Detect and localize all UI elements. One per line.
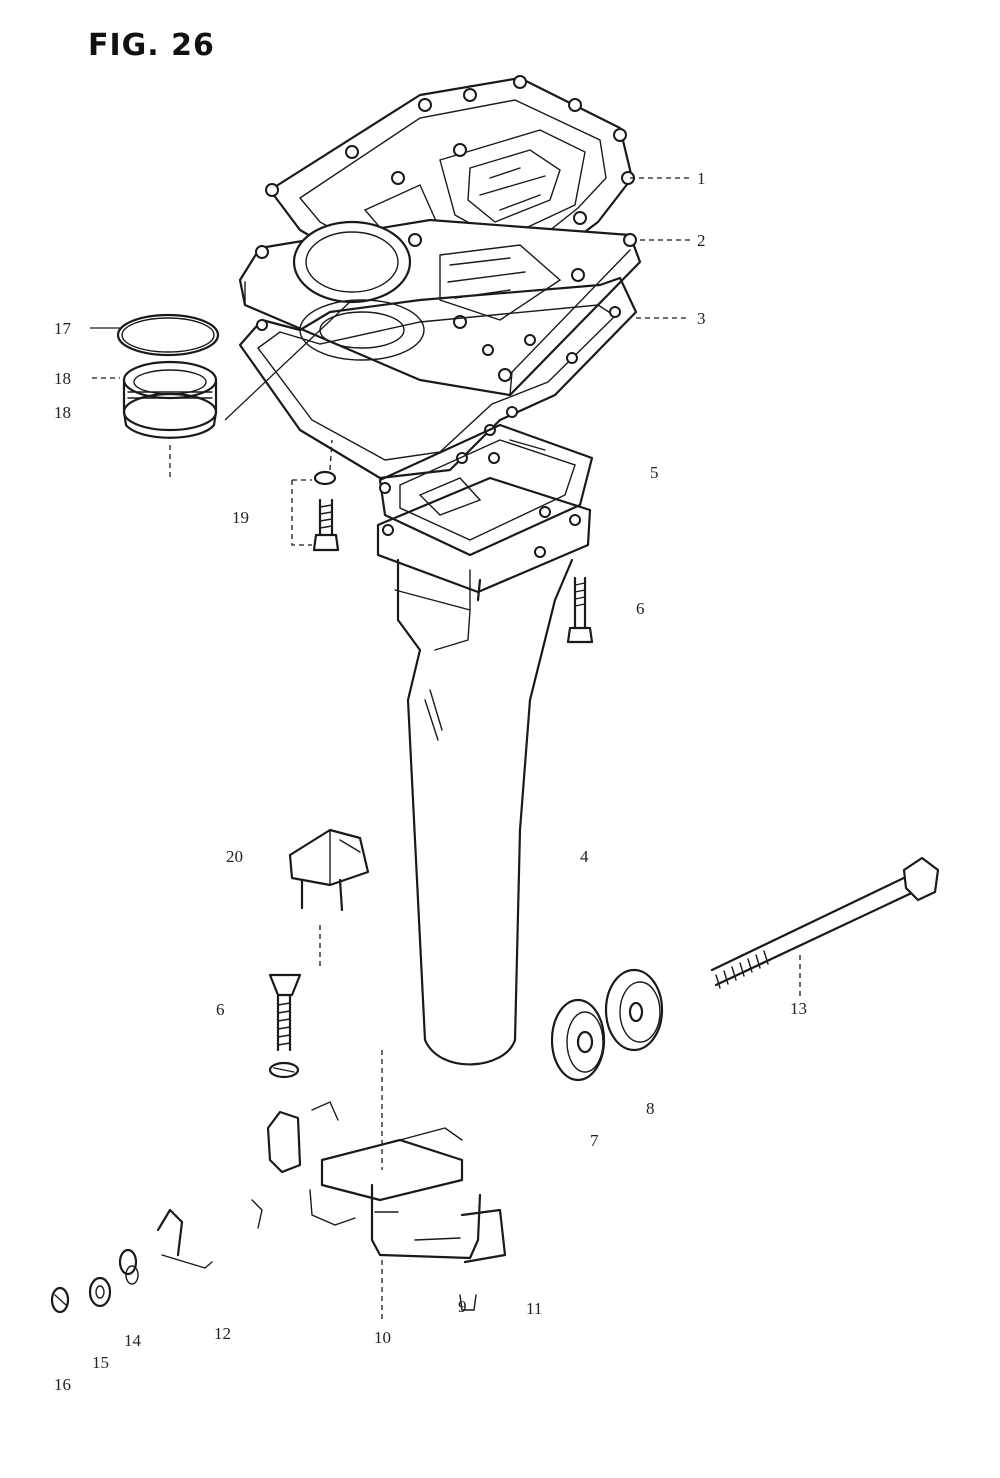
part-13-long-bolt bbox=[710, 856, 940, 1000]
callout-7: 7 bbox=[590, 1131, 599, 1150]
part-14-nut bbox=[88, 1276, 112, 1308]
callout-14: 14 bbox=[124, 1331, 142, 1350]
callout-6-left: 6 bbox=[216, 1000, 225, 1019]
callout-18-bottom: 18 bbox=[54, 403, 71, 422]
callout-6: 6 bbox=[636, 599, 645, 618]
part-4-driveshaft-housing bbox=[394, 558, 574, 1066]
callout-8: 8 bbox=[646, 1099, 655, 1118]
part-8-washer bbox=[604, 968, 664, 1052]
callout-5: 5 bbox=[650, 463, 659, 482]
callout-19: 19 bbox=[232, 508, 249, 527]
part-7-washer bbox=[550, 998, 606, 1082]
part-12-clip bbox=[156, 1199, 263, 1269]
part-15-washer bbox=[118, 1248, 139, 1285]
part-6-bolt-right bbox=[566, 576, 594, 644]
part-10-lower-mount bbox=[266, 1050, 507, 1320]
callout-1: 1 bbox=[697, 169, 706, 188]
part-19-bolt-washer bbox=[291, 439, 340, 552]
callout-9: 9 bbox=[458, 1297, 467, 1316]
callout-10: 10 bbox=[374, 1328, 391, 1347]
callout-4: 4 bbox=[580, 847, 589, 866]
callout-11: 11 bbox=[526, 1299, 542, 1318]
leader-lines bbox=[90, 177, 690, 421]
part-18-seal-collar bbox=[122, 360, 218, 480]
part-17-o-ring bbox=[116, 313, 220, 357]
part-11-bracket bbox=[459, 1294, 477, 1311]
callout-2: 2 bbox=[697, 231, 706, 250]
callout-16: 16 bbox=[54, 1375, 71, 1394]
part-6-bolt-left bbox=[268, 973, 302, 1079]
part-16-screw bbox=[50, 1286, 70, 1314]
callout-labels: 1 2 3 4 5 6 6 7 8 9 10 11 12 13 14 15 16… bbox=[54, 169, 807, 1394]
callout-17: 17 bbox=[54, 319, 72, 338]
part-20-bracket bbox=[288, 828, 370, 970]
callout-15: 15 bbox=[92, 1353, 109, 1372]
part-2-adapter-plate bbox=[238, 218, 642, 397]
part-3-gasket bbox=[238, 276, 638, 480]
callout-20: 20 bbox=[226, 847, 243, 866]
figure-title: FIG. 26 bbox=[88, 28, 215, 63]
callout-18-top: 18 bbox=[54, 369, 71, 388]
callout-3: 3 bbox=[697, 309, 706, 328]
callout-12: 12 bbox=[214, 1324, 231, 1343]
callout-13: 13 bbox=[790, 999, 807, 1018]
part-5-plate bbox=[376, 423, 594, 594]
